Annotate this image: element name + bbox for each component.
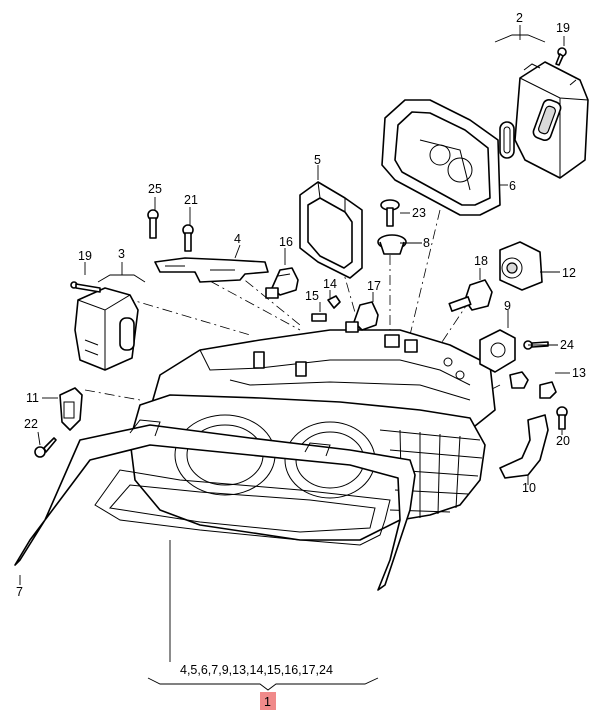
part-19-screw-top	[555, 47, 567, 66]
callout-8: 8	[423, 236, 430, 250]
part-20-screw	[182, 224, 194, 252]
part-9-motor	[479, 329, 516, 373]
callout-1-highlight	[260, 692, 276, 710]
part-18-xenon-bulb	[448, 279, 493, 312]
seal-ring	[499, 121, 515, 159]
part-22-screw	[34, 437, 57, 458]
callout-12: 12	[562, 266, 576, 280]
part-5-frame	[299, 181, 363, 279]
callout-18: 18	[474, 254, 488, 268]
callout-20: 21	[184, 193, 198, 207]
callout-16: 16	[279, 235, 293, 249]
callout-19-top: 19	[556, 21, 570, 35]
callout-13: 13	[572, 366, 586, 380]
part-10-bracket	[499, 414, 549, 479]
part-12-igniter	[499, 241, 543, 291]
callout-19-left: 19	[78, 249, 92, 263]
part-3-control-module	[74, 287, 139, 371]
part-15-bulb	[311, 313, 327, 322]
callout-11: 11	[26, 391, 39, 405]
part-23-clip	[380, 199, 400, 227]
part-19-screw-left	[70, 281, 101, 293]
callout-2: 2	[516, 11, 523, 25]
callout-14: 14	[323, 277, 337, 291]
callout-labels: 2 19 6 5 23 8 12 18 9 24 13 20 10 3 19 4…	[16, 11, 586, 710]
callout-1: 1	[264, 695, 271, 709]
assembly-summary-label: 4,5,6,7,9,13,14,15,16,17,24	[180, 663, 333, 677]
part-6-gasket-frame	[381, 99, 501, 216]
part-16-bulb	[265, 267, 299, 299]
part-17-bulb	[345, 301, 379, 333]
part-21-screw	[556, 406, 568, 430]
callout-6: 6	[509, 179, 516, 193]
part-4-bracket	[154, 257, 269, 283]
leader-lines	[19, 25, 570, 691]
part-14-bulb	[327, 295, 341, 309]
callout-9: 9	[504, 299, 511, 313]
callout-22: 22	[24, 417, 38, 431]
callout-5: 5	[314, 153, 321, 167]
callout-23: 23	[412, 206, 426, 220]
part-13-bulbs	[509, 371, 557, 399]
callout-10: 10	[522, 481, 536, 495]
part-8-cap	[377, 234, 407, 255]
callout-24: 24	[560, 338, 574, 352]
part-11-connector	[59, 387, 83, 431]
callout-4: 4	[234, 232, 241, 246]
part-2-control-unit	[514, 61, 589, 179]
callout-21: 20	[556, 434, 570, 448]
part-25-screw	[147, 209, 159, 239]
callout-25: 25	[148, 182, 162, 196]
callout-15: 15	[305, 289, 319, 303]
headlamp-housing	[14, 329, 496, 591]
callout-17: 17	[367, 279, 381, 293]
callout-3: 3	[118, 247, 125, 261]
callout-7: 7	[16, 585, 23, 599]
